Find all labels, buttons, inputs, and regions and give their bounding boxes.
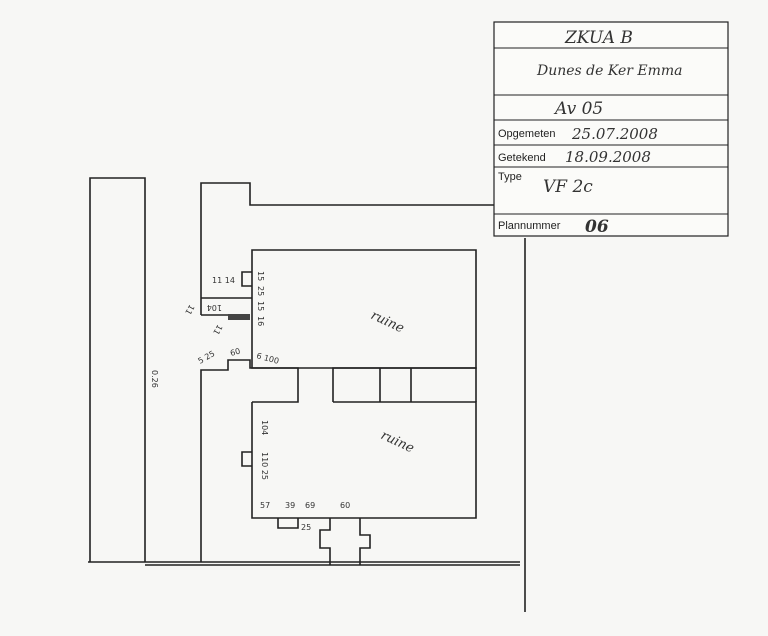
dimension: 104 [260, 420, 269, 435]
dimension: 5 25 [197, 349, 217, 366]
dimension: 11 [211, 323, 224, 336]
plan-number-value: 06 [585, 217, 609, 237]
left-strip [88, 177, 520, 566]
entrance [319, 518, 371, 565]
dimension: 60 [229, 347, 241, 358]
dimension: 11 14 [212, 276, 235, 285]
middle-wall [200, 359, 299, 562]
drawn-label: Getekend [498, 152, 546, 164]
surveyed-label: Opgemeten [498, 128, 555, 140]
project-name: ZKUA B [564, 28, 633, 48]
lower-room [251, 401, 477, 519]
drawn-date: 18.09.2008 [565, 148, 651, 166]
title-block [493, 21, 729, 237]
dimension: 110 25 [260, 452, 269, 480]
upper-hatched-block [228, 314, 250, 320]
type-value: VF 2c [543, 177, 593, 197]
top-wall [200, 182, 525, 315]
dimension: 6 100 [255, 351, 279, 366]
upper-room [251, 249, 477, 369]
dimension: 15 [256, 301, 265, 311]
location-name: Dunes de Ker Emma [536, 63, 683, 79]
project-code: Av 05 [553, 99, 603, 119]
type-label: Type [498, 171, 522, 183]
dimension: 16 [256, 316, 265, 326]
dimension: 25 [256, 286, 265, 296]
dimension: 15 [256, 271, 265, 281]
upper-notch [241, 271, 252, 287]
lower-notch [241, 451, 252, 467]
dimension: 39 [285, 501, 295, 510]
dimension: 11 [183, 303, 196, 316]
room-upper-label: ruine [368, 308, 406, 336]
dimension: 69 [305, 501, 315, 510]
room-lower-label: ruine [378, 428, 416, 456]
right-passage [332, 367, 477, 402]
dimension: 25 [301, 523, 311, 532]
dimension: 57 [260, 501, 270, 510]
surveyed-date: 25.07.2008 [571, 125, 658, 143]
dimension: 60 [340, 501, 350, 510]
plan-number-label: Plannummer [498, 220, 561, 232]
left-strip-dimension: 0.26 [150, 370, 159, 388]
step [277, 518, 299, 529]
dimension: 104 [207, 303, 222, 312]
